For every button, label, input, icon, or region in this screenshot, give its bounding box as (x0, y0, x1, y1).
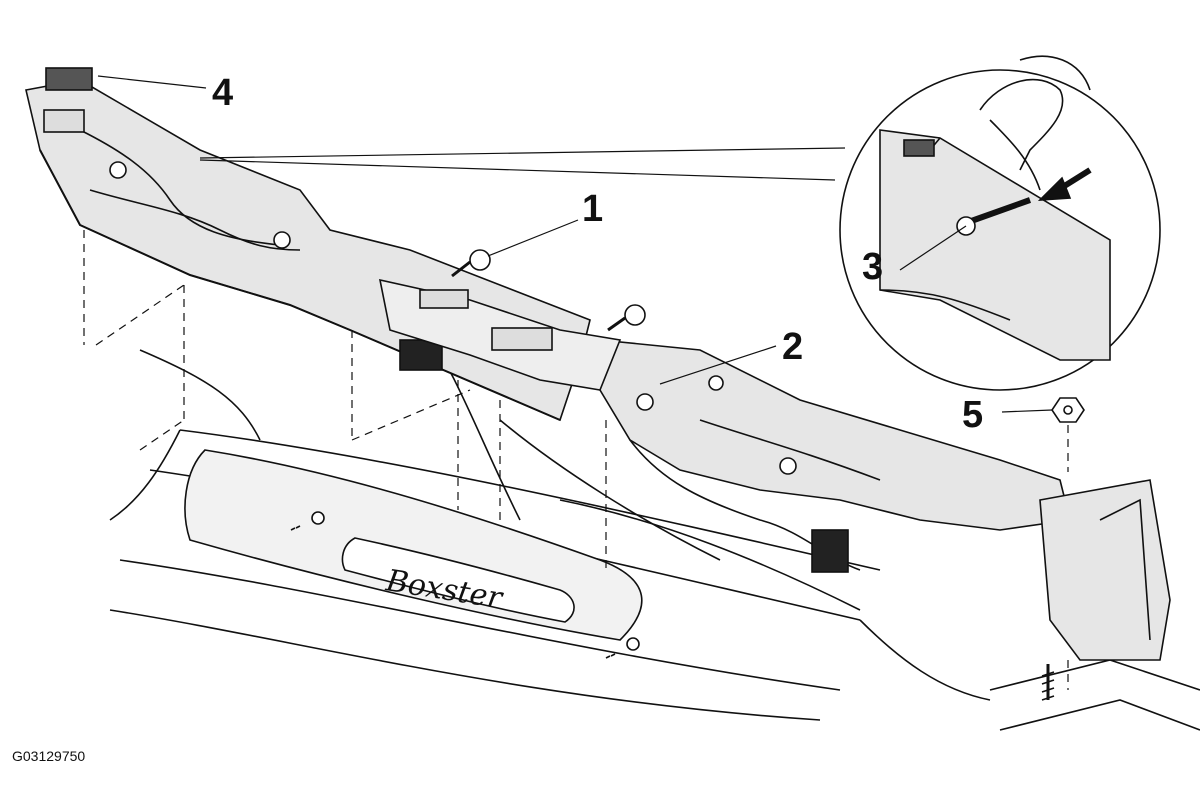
callout-1: 1 (582, 188, 604, 230)
trim-panel-left (25, 79, 591, 422)
clip-4 (45, 67, 93, 91)
callout-4: 4 (212, 72, 234, 114)
scuff-plate (184, 449, 643, 641)
sill-screw-right (605, 637, 640, 659)
detail-magnifier (839, 55, 1161, 391)
push-pin-center (607, 304, 646, 332)
pin-on-panel-b (273, 231, 291, 249)
callout-3: 3 (862, 246, 884, 288)
sill-screw-left (290, 511, 325, 531)
callout-2: 2 (782, 326, 804, 368)
callout-leaders (97, 75, 1053, 413)
pin-on-panel-c (636, 393, 654, 411)
floor-stud (989, 659, 1200, 731)
center-rail (378, 278, 622, 391)
push-pin-1 (451, 249, 491, 278)
pin-on-panel-e (708, 375, 724, 391)
nut-5 (1051, 397, 1085, 423)
pin-on-panel-a (109, 161, 127, 179)
callout-5: 5 (962, 394, 984, 436)
magnifier-leaders (199, 147, 846, 181)
figure-id: G03129750 (12, 748, 86, 764)
end-bracket (1039, 479, 1171, 661)
pin-on-panel-d (779, 457, 797, 475)
assembly-guide-lines (83, 230, 1069, 690)
